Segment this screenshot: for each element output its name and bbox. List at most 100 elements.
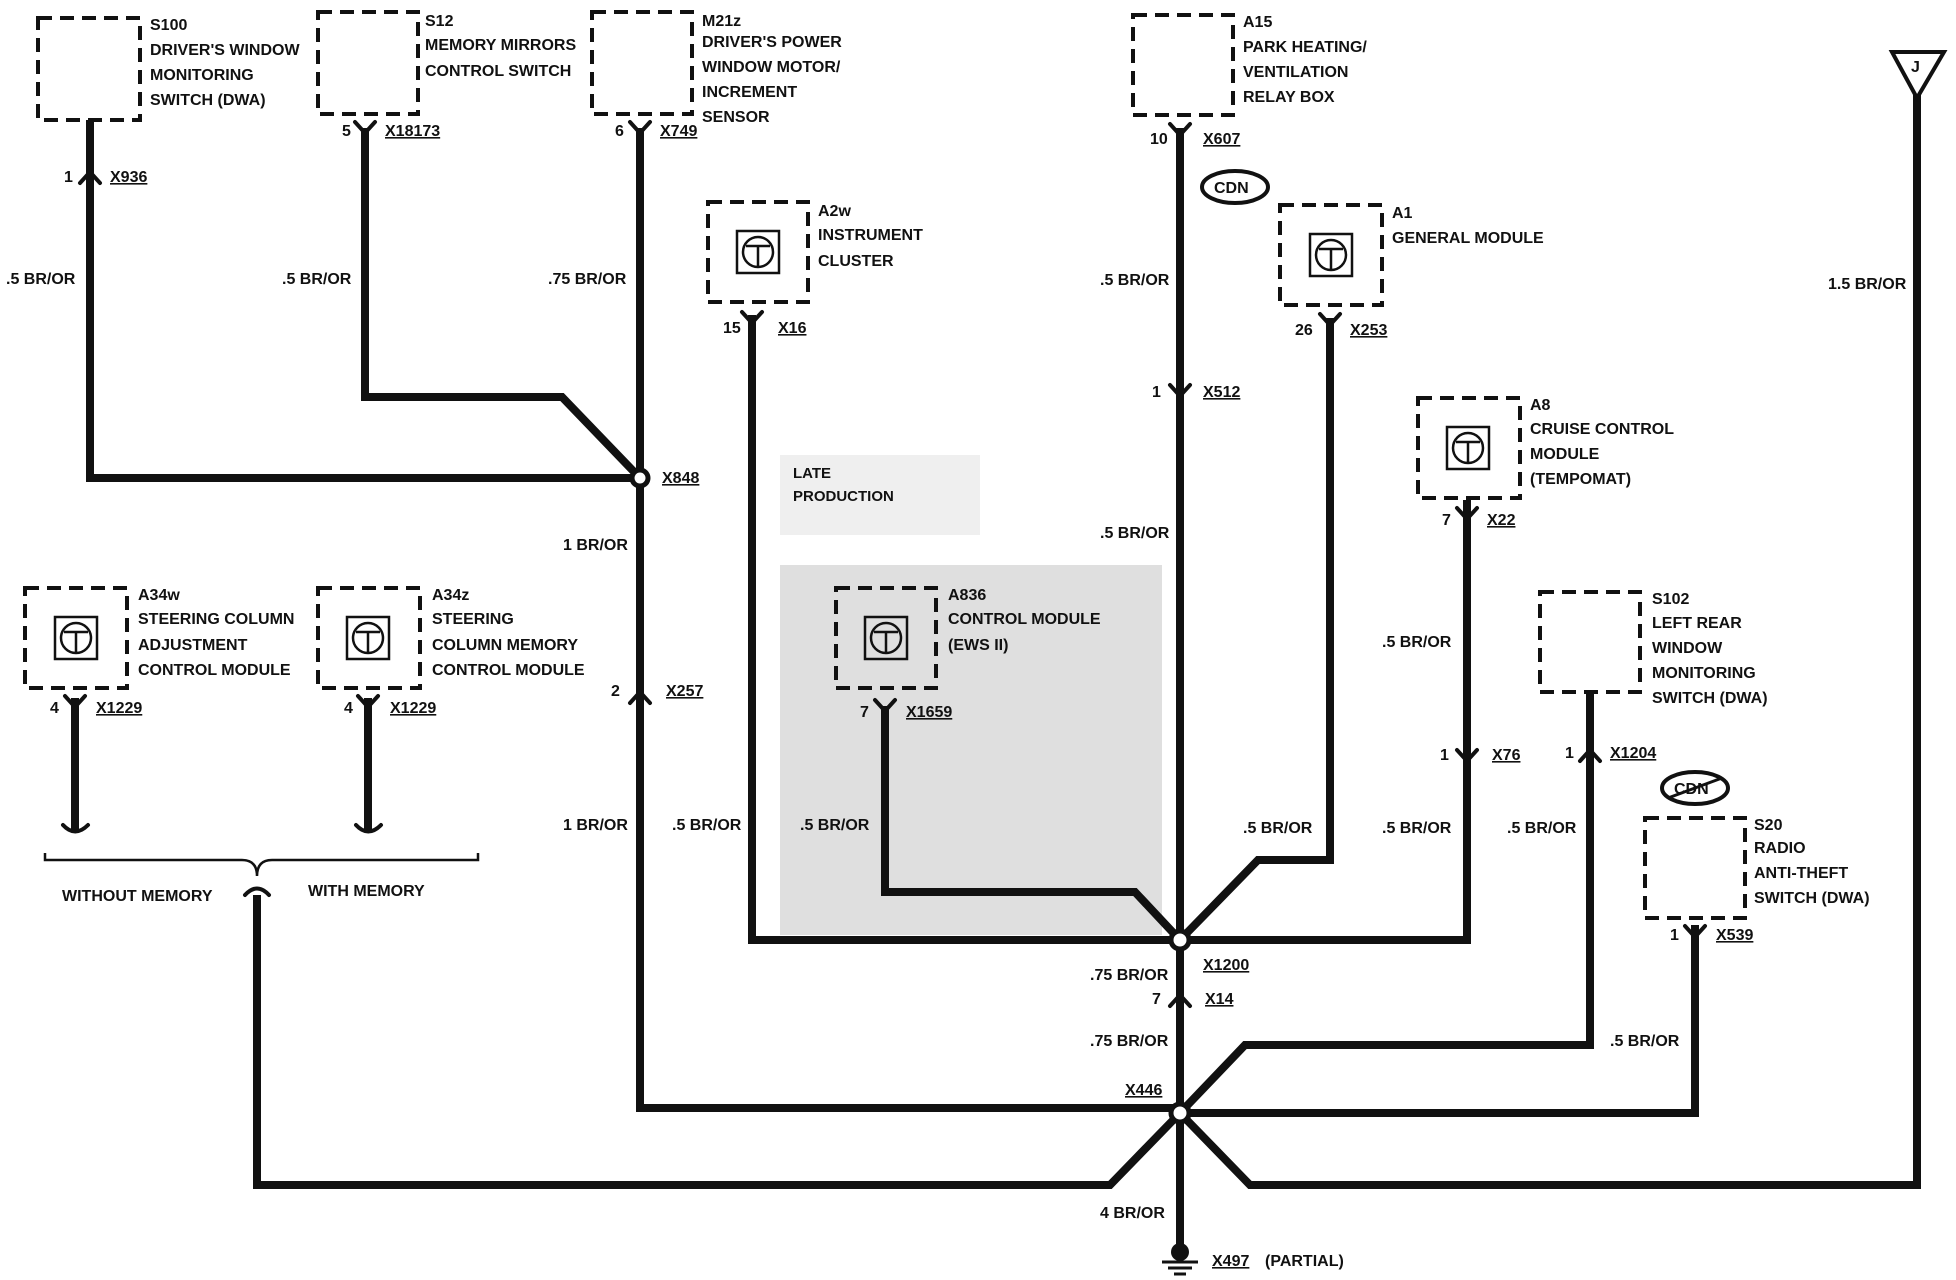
module-icon: [863, 615, 909, 661]
svg-text:26: 26: [1295, 322, 1313, 339]
connector-x1229-b: 4 X1229: [344, 694, 436, 717]
module-icon: [1308, 232, 1354, 278]
svg-text:.5 BR/OR: .5 BR/OR: [282, 271, 352, 288]
svg-text:PARK HEATING/: PARK HEATING/: [1243, 39, 1367, 56]
svg-text:.5 BR/OR: .5 BR/OR: [1610, 1033, 1680, 1050]
svg-text:DRIVER'S POWER: DRIVER'S POWER: [702, 34, 842, 51]
svg-text:.5 BR/OR: .5 BR/OR: [1100, 525, 1170, 542]
svg-text:INCREMENT: INCREMENT: [702, 84, 797, 101]
connector-x512: 1 X512: [1152, 383, 1240, 401]
svg-text:A34w: A34w: [138, 587, 180, 604]
component-a15: A15 PARK HEATING/ VENTILATION RELAY BOX: [1131, 13, 1367, 117]
component-s102: S102 LEFT REAR WINDOW MONITORING SWITCH …: [1538, 590, 1768, 707]
svg-text:1: 1: [1152, 384, 1161, 401]
svg-text:.5 BR/OR: .5 BR/OR: [1382, 820, 1452, 837]
wire-j: [1177, 78, 1921, 1189]
svg-text:6: 6: [615, 123, 624, 140]
late-label: LATE: [793, 465, 831, 482]
svg-text:A836: A836: [948, 587, 986, 604]
splice-x1200: X1200: [1168, 928, 1249, 974]
svg-text:X1200: X1200: [1203, 957, 1249, 974]
connector-x18173: 5 X18173: [342, 120, 440, 140]
svg-text:CDN: CDN: [1214, 180, 1249, 197]
svg-text:2: 2: [611, 683, 620, 700]
svg-text:X1659: X1659: [906, 704, 952, 721]
svg-text:5: 5: [342, 123, 351, 140]
without-memory-label: WITHOUT MEMORY: [62, 888, 213, 905]
svg-text:4: 4: [50, 700, 59, 717]
svg-text:1 BR/OR: 1 BR/OR: [563, 537, 628, 554]
svg-text:S12: S12: [425, 13, 454, 30]
component-a1: A1 GENERAL MODULE: [1278, 203, 1544, 307]
wire-a2w: [748, 315, 1180, 944]
wire-s102: [1177, 693, 1594, 1116]
svg-text:SWITCH (DWA): SWITCH (DWA): [150, 92, 266, 109]
connector-x607: 10 X607: [1150, 122, 1240, 148]
splice-x446: X446: [1125, 1082, 1192, 1125]
connector-x936: 1 X936: [64, 169, 147, 186]
svg-text:X18173: X18173: [385, 123, 440, 140]
wire-labels: .5 BR/OR .5 BR/OR .75 BR/OR .5 BR/OR 1.5…: [6, 271, 1907, 1222]
svg-text:A2w: A2w: [818, 203, 851, 220]
svg-text:SWITCH (DWA): SWITCH (DWA): [1652, 690, 1768, 707]
svg-text:S20: S20: [1754, 817, 1783, 834]
component-s20: S20 RADIO ANTI-THEFT SWITCH (DWA): [1643, 816, 1870, 920]
svg-text:.5 BR/OR: .5 BR/OR: [800, 817, 870, 834]
connector-x1659: 7 X1659: [860, 698, 952, 721]
svg-text:CLUSTER: CLUSTER: [818, 253, 894, 270]
svg-text:.5 BR/OR: .5 BR/OR: [1243, 820, 1313, 837]
svg-text:7: 7: [1152, 991, 1161, 1008]
svg-text:X512: X512: [1203, 384, 1240, 401]
svg-text:15: 15: [723, 320, 741, 337]
wires: [71, 78, 1921, 1245]
connector-x257: 2 X257: [611, 683, 703, 705]
svg-text:1 BR/OR: 1 BR/OR: [563, 817, 628, 834]
component-a8: A8 CRUISE CONTROL MODULE (TEMPOMAT): [1416, 396, 1674, 500]
module-icon: [1445, 425, 1491, 471]
svg-text:X446: X446: [1125, 1082, 1162, 1099]
svg-text:X497: X497: [1212, 1253, 1249, 1270]
svg-text:CONTROL MODULE: CONTROL MODULE: [138, 662, 291, 679]
svg-text:X14: X14: [1205, 991, 1234, 1008]
svg-text:SWITCH (DWA): SWITCH (DWA): [1754, 890, 1870, 907]
svg-text:1.5 BR/OR: 1.5 BR/OR: [1828, 276, 1907, 293]
svg-text:(PARTIAL): (PARTIAL): [1265, 1253, 1344, 1270]
svg-text:S102: S102: [1652, 591, 1689, 608]
ground-x497: X497 (PARTIAL): [1162, 1243, 1344, 1276]
component-a34z: A34z STEERING COLUMN MEMORY CONTROL MODU…: [316, 586, 585, 690]
svg-text:1: 1: [1440, 747, 1449, 764]
svg-text:X22: X22: [1487, 512, 1516, 529]
svg-text:X1229: X1229: [390, 700, 436, 717]
terminal-j: J: [1888, 50, 1948, 103]
svg-text:4: 4: [344, 700, 353, 717]
wire-a8: [1180, 500, 1471, 944]
module-icon: [345, 615, 391, 661]
svg-text:X607: X607: [1203, 131, 1240, 148]
svg-text:MODULE: MODULE: [1530, 446, 1600, 463]
svg-text:RADIO: RADIO: [1754, 840, 1806, 857]
svg-text:.75 BR/OR: .75 BR/OR: [1090, 1033, 1169, 1050]
svg-text:MEMORY MIRRORS: MEMORY MIRRORS: [425, 37, 576, 54]
svg-text:CONTROL MODULE: CONTROL MODULE: [948, 611, 1101, 628]
svg-text:10: 10: [1150, 131, 1168, 148]
svg-text:SENSOR: SENSOR: [702, 109, 770, 126]
connector-x1204: 1 X1204: [1565, 745, 1656, 763]
svg-text:X1229: X1229: [96, 700, 142, 717]
svg-text:ADJUSTMENT: ADJUSTMENT: [138, 637, 248, 654]
svg-text:MONITORING: MONITORING: [150, 67, 254, 84]
splice-x848: X848: [629, 467, 699, 489]
svg-text:X16: X16: [778, 320, 807, 337]
late-production-region: LATE PRODUCTION: [780, 455, 1162, 935]
svg-text:STEERING: STEERING: [432, 611, 514, 628]
connector-x76: 1 X76: [1440, 747, 1521, 764]
wire-s12: [361, 128, 643, 481]
svg-text:7: 7: [860, 704, 869, 721]
wire-s20: [1180, 925, 1699, 1117]
with-memory-label: WITH MEMORY: [308, 883, 425, 900]
module-icon: [53, 615, 99, 661]
svg-text:.75 BR/OR: .75 BR/OR: [1090, 967, 1169, 984]
svg-text:X1204: X1204: [1610, 745, 1656, 762]
svg-text:X257: X257: [666, 683, 703, 700]
svg-text:S100: S100: [150, 17, 187, 34]
